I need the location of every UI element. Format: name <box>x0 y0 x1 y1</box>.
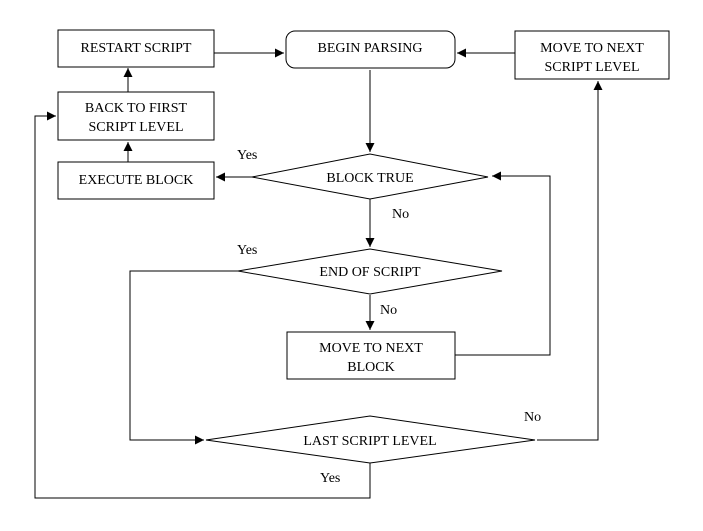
node-restart-script: RESTART SCRIPT <box>57 29 215 68</box>
edge-last-level-yes-to-back-first <box>34 111 371 499</box>
edge-move-block-to-block-true <box>455 171 551 356</box>
edge-last-level-no-to-move-level <box>537 81 603 441</box>
node-label-line-1: MOVE TO NEXT <box>540 41 644 56</box>
node-label: END OF SCRIPT <box>319 265 421 280</box>
process-box <box>57 29 215 68</box>
node-block-true: BLOCK TRUE <box>251 153 489 200</box>
edge-label-block-true-yes: Yes <box>237 148 257 163</box>
node-label-line-2: SCRIPT LEVEL <box>544 60 639 75</box>
decision-diamond <box>251 153 489 200</box>
node-back-first-level: BACK TO FIRST SCRIPT LEVEL <box>57 91 215 141</box>
edge-label-last-level-yes: Yes <box>320 471 340 486</box>
edge-label-end-of-script-yes: Yes <box>237 243 257 258</box>
node-label: LAST SCRIPT LEVEL <box>303 434 436 449</box>
edge-label-block-true-no: No <box>392 207 409 222</box>
edge-labels: Yes No Yes No No Yes <box>237 148 541 486</box>
process-box <box>57 161 215 200</box>
edge-label-end-of-script-no: No <box>380 303 397 318</box>
node-move-next-block: MOVE TO NEXT BLOCK <box>286 331 456 380</box>
node-label-line-2: BLOCK <box>347 360 394 375</box>
decision-diamond <box>205 415 536 464</box>
edges <box>34 48 603 499</box>
node-label-line-1: MOVE TO NEXT <box>319 341 423 356</box>
node-label: RESTART SCRIPT <box>81 41 192 56</box>
node-label-line-2: SCRIPT LEVEL <box>88 120 183 135</box>
node-label: EXECUTE BLOCK <box>79 173 194 188</box>
node-label: BLOCK TRUE <box>326 171 413 186</box>
edge-end-yes-to-last-level <box>129 270 238 445</box>
decision-diamond <box>237 248 503 295</box>
node-begin-parsing: BEGIN PARSING <box>285 30 456 69</box>
node-last-script-level: LAST SCRIPT LEVEL <box>205 415 536 464</box>
start-terminal-box <box>285 30 456 69</box>
edge-label-last-level-no: No <box>524 410 541 425</box>
node-move-next-level: MOVE TO NEXT SCRIPT LEVEL <box>514 30 670 80</box>
process-box <box>514 30 670 80</box>
node-label: BEGIN PARSING <box>318 41 423 56</box>
process-box <box>286 331 456 380</box>
node-execute-block: EXECUTE BLOCK <box>57 161 215 200</box>
node-label-line-1: BACK TO FIRST <box>85 101 188 116</box>
node-end-of-script: END OF SCRIPT <box>237 248 503 295</box>
process-box <box>57 91 215 141</box>
